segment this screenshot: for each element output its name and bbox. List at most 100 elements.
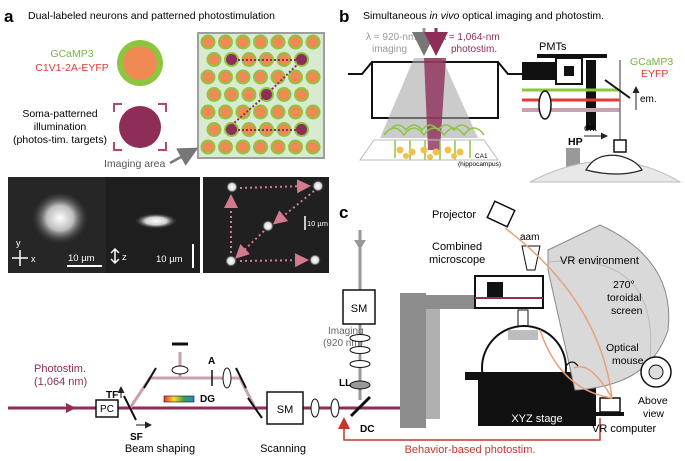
pmt-top-bar bbox=[537, 54, 607, 58]
a-label: A bbox=[208, 356, 215, 367]
pmt-vertical bbox=[586, 60, 596, 130]
optical-mouse-line1: Optical bbox=[606, 342, 639, 354]
neuron-inner bbox=[307, 106, 319, 118]
panel-a-title: Dual-labeled neurons and patterned photo… bbox=[28, 10, 275, 22]
target-path-segment bbox=[225, 94, 267, 131]
dichroic-c bbox=[349, 395, 372, 418]
computer-monitor bbox=[599, 397, 621, 413]
relay-lens-1 bbox=[310, 398, 320, 418]
em-label: em. bbox=[640, 94, 657, 105]
dg-label: DG bbox=[200, 394, 215, 405]
microscope-frame-left bbox=[400, 293, 426, 428]
target-brackets bbox=[113, 103, 167, 151]
scanning-label: Scanning bbox=[260, 443, 306, 455]
xyz-stage-label: XYZ stage bbox=[511, 413, 562, 425]
photostim-arrowhead bbox=[66, 403, 76, 413]
neuron-inner bbox=[290, 36, 301, 48]
ll-label: LL bbox=[339, 378, 351, 389]
sm-top-label: SM bbox=[351, 303, 368, 315]
ca1-label: CA1 bbox=[475, 153, 488, 160]
angular-amplification-mirror bbox=[521, 245, 541, 271]
label-c1v1: C1V1-2A-EYFP bbox=[35, 62, 109, 74]
neuron-inner bbox=[208, 54, 220, 65]
photostim-c-line1: Photostim. bbox=[34, 363, 86, 375]
neuron-inner bbox=[307, 71, 319, 83]
imaging-path-arrowhead bbox=[354, 240, 366, 250]
lens-c3 bbox=[349, 360, 371, 368]
sm-bottom-label: SM bbox=[277, 404, 294, 416]
behavior-label: Behavior-based photostim. bbox=[405, 444, 536, 456]
neuron-inner bbox=[296, 89, 307, 100]
stage-top-plate bbox=[465, 372, 610, 380]
objective-b bbox=[613, 139, 627, 153]
panel-a-letter: a bbox=[4, 7, 14, 26]
neuron-inner bbox=[237, 106, 249, 118]
illum-line3: (photos-tim. targets) bbox=[13, 134, 107, 146]
target-spot bbox=[262, 220, 274, 232]
imaging-c-line2: (920 nm) bbox=[323, 338, 363, 349]
lambda-photostim-line2: photostim. bbox=[451, 44, 497, 55]
pmt-block-left bbox=[522, 62, 558, 80]
scale-label-1: 10 µm bbox=[68, 253, 95, 264]
soma-xy-blob bbox=[30, 190, 90, 246]
hippocampus-label: (hippocampus) bbox=[458, 161, 501, 168]
illum-line1: Soma-patterned bbox=[22, 108, 97, 120]
lambda-imaging-line1: λ = 920-nm bbox=[366, 32, 416, 43]
vr-screen-curve bbox=[547, 260, 652, 361]
combined-line1: Combined bbox=[432, 241, 482, 253]
above-line2: view bbox=[643, 408, 664, 420]
neuron-inner bbox=[272, 36, 284, 48]
pockels-cell bbox=[95, 399, 119, 418]
dual-labeled-neuron-inner bbox=[123, 46, 157, 80]
pc-label: PC bbox=[100, 404, 114, 415]
imaging-area-label: Imaging area bbox=[104, 158, 165, 170]
imaging-c-line1: Imaging bbox=[328, 326, 364, 337]
diffraction-grating bbox=[163, 395, 195, 403]
optical-mouse-line2: mouse bbox=[612, 355, 644, 367]
lens-c1 bbox=[349, 334, 371, 342]
target-spot bbox=[226, 181, 238, 193]
dichroic-mirror bbox=[604, 79, 631, 99]
tf-label: TF bbox=[106, 390, 118, 401]
mirror-sf bbox=[143, 367, 157, 389]
dc-label: DC bbox=[360, 424, 374, 435]
panel-c-letter: c bbox=[339, 203, 348, 222]
optical-sensor bbox=[565, 361, 579, 367]
neuron-inner bbox=[202, 106, 214, 118]
label-gcamp3: GCaMP3 bbox=[50, 48, 93, 60]
panel-a: a Dual-labeled neurons and patterned pho… bbox=[4, 7, 329, 273]
scale-label-2: 10 µm bbox=[156, 254, 183, 265]
relay-lens-2 bbox=[330, 398, 340, 418]
microscope-inner-block bbox=[487, 282, 503, 298]
pmts-label: PMTs bbox=[539, 41, 567, 53]
toroid-line2: toroidal bbox=[607, 292, 641, 304]
mirror-tf bbox=[123, 395, 137, 421]
microscope-frame-inner bbox=[426, 309, 440, 419]
scan-mirror-top bbox=[342, 289, 376, 325]
aam-label: aam bbox=[520, 232, 539, 243]
neuron-inner bbox=[255, 106, 266, 118]
objective-c bbox=[517, 309, 529, 327]
lambda-photostim-line1: λ = 1,064-nm bbox=[441, 32, 500, 43]
projector-box bbox=[486, 200, 516, 228]
mirror-out-2 bbox=[247, 397, 263, 419]
neuron-inner bbox=[243, 124, 255, 135]
tissue-plane bbox=[359, 139, 499, 161]
neuron-target bbox=[296, 124, 307, 135]
combined-line2: microscope bbox=[429, 254, 485, 266]
behavior-feedback-arrow bbox=[338, 417, 601, 441]
control-wires bbox=[504, 227, 613, 399]
neuron-inner bbox=[272, 141, 284, 153]
axis-z: z bbox=[122, 252, 127, 263]
vr-env-label: VR environment bbox=[560, 255, 639, 267]
pmt-box-inner bbox=[564, 66, 574, 76]
neuron-inner bbox=[290, 71, 301, 83]
gcamp3-b-label: GCaMP3 bbox=[630, 56, 673, 68]
neuron-inner bbox=[208, 89, 220, 100]
axis-x: x bbox=[31, 254, 36, 264]
liquid-lens bbox=[349, 380, 371, 390]
target-path-segment bbox=[265, 59, 303, 96]
neuron-inner bbox=[255, 71, 266, 83]
neuron-inner bbox=[220, 36, 231, 48]
